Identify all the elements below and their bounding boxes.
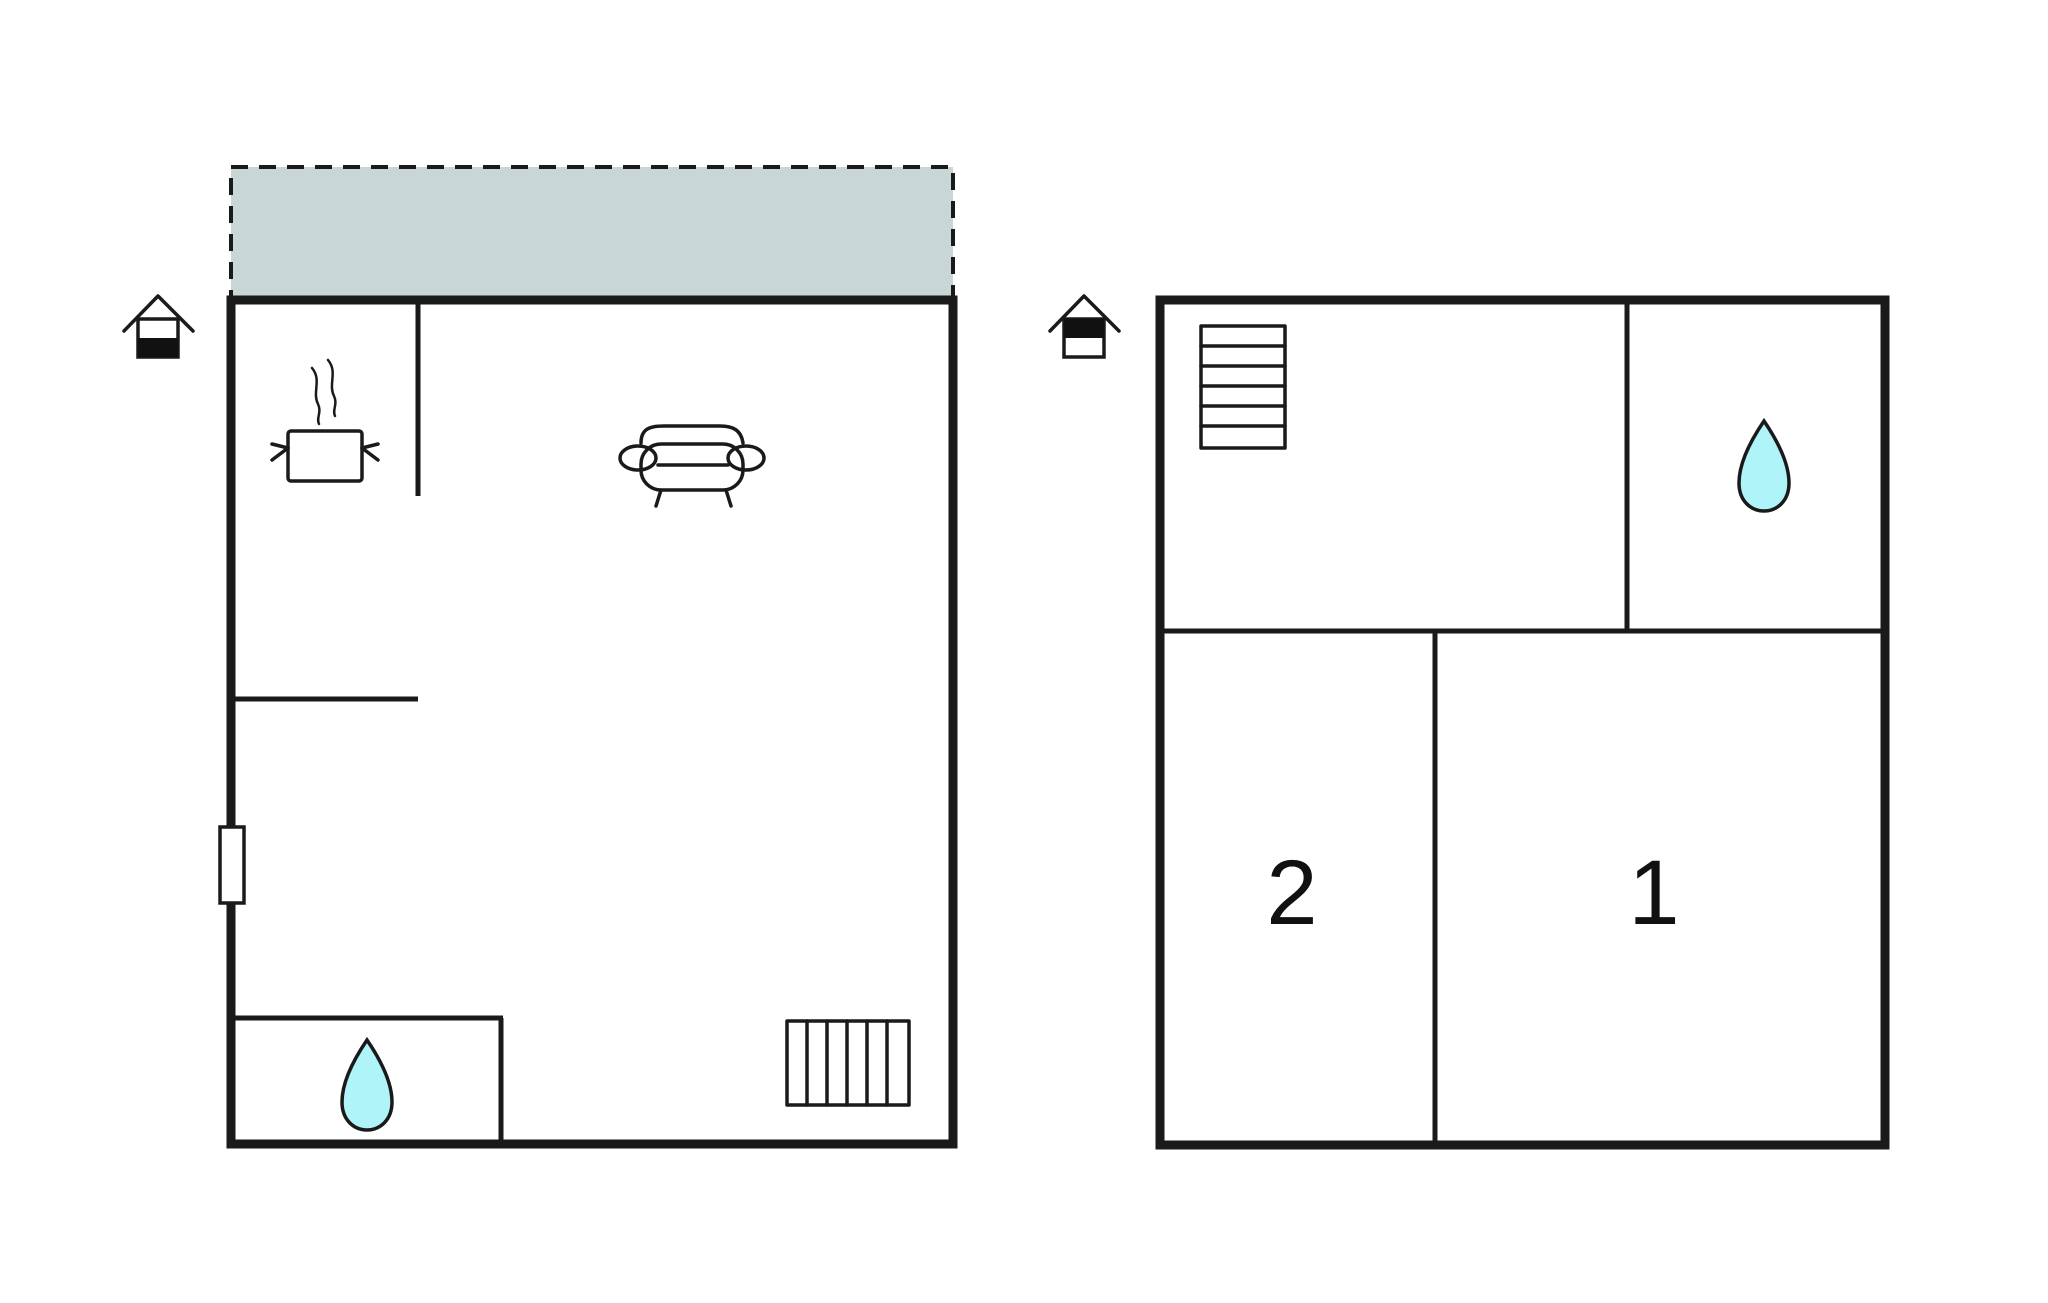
sofa-icon [618, 424, 766, 508]
cooking-pot-icon [270, 358, 380, 483]
stairs-icon [1199, 324, 1287, 450]
upper-floor-plan: 2 1 [1048, 294, 1890, 1150]
door-icon [218, 825, 246, 905]
upper-floor-outer-wall [1155, 295, 1890, 1150]
ground-floor-outer-wall [226, 295, 958, 1149]
water-drop-icon [1737, 417, 1791, 513]
ground-floor-plan [122, 165, 958, 1149]
water-drop-icon [340, 1036, 394, 1132]
house-upper-floor-icon [1048, 294, 1121, 359]
bedroom-1-label: 1 [1628, 842, 1679, 944]
bedroom-2-label: 2 [1266, 842, 1317, 944]
house-ground-floor-icon [122, 294, 195, 359]
radiator-icon [785, 1019, 911, 1107]
terrace-area [229, 165, 955, 301]
